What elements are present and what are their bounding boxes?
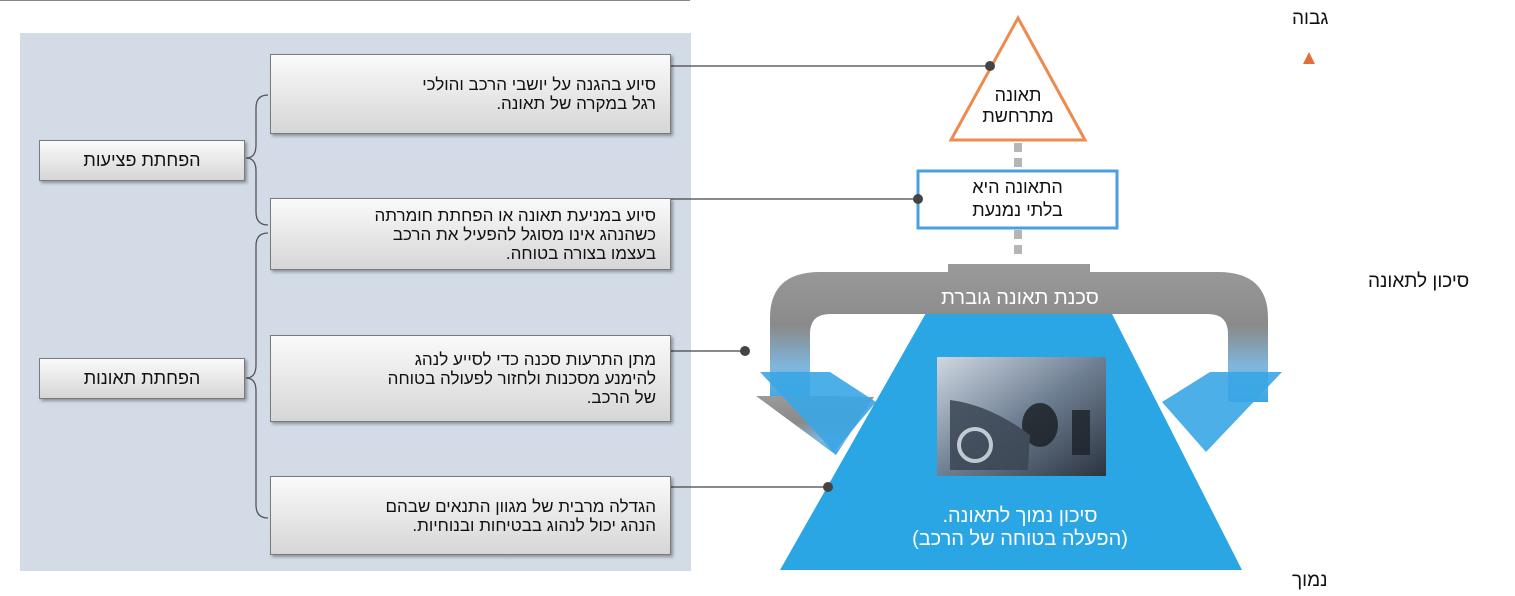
accident-occurs-label: תאונה מתרחשת xyxy=(966,85,1070,127)
axis-high-label: גבוה xyxy=(1292,8,1329,29)
unavoidable-line: בלתי נמנעת xyxy=(972,200,1063,220)
rising-danger-arc xyxy=(770,264,1268,402)
category-injury-reduction-label: הפחתת פציעות xyxy=(83,150,201,170)
unavoidable-label: התאונה היא בלתי נמנעת xyxy=(920,176,1115,222)
bracket-severity xyxy=(245,94,269,226)
category-injury-reduction: הפחתת פציעות xyxy=(39,140,245,181)
driver-photo-detail xyxy=(950,400,1090,470)
function-text-line: הגדלה מרבית של מגוון התנאים שבהם xyxy=(385,496,656,516)
function-text-line: רגל במקרה של תאונה. xyxy=(496,94,656,113)
function-text-line: הנהג יכול לנהוג בבטיחות ובנוחיות. xyxy=(412,515,656,535)
function-box-protect: סיוע בהגנה על יושבי הרכב והולכי רגל במקר… xyxy=(270,54,671,134)
rising-danger-label: סכנת תאונה גוברת xyxy=(941,287,1099,309)
function-text-line: כשהנהג אינו מסוגל להפעיל את הרכב xyxy=(392,224,656,244)
function-text-line: של הרכב. xyxy=(586,388,656,407)
accident-triangle xyxy=(948,14,1088,142)
category-accident-reduction: הפחתת תאונות xyxy=(39,358,245,399)
function-box-prevent: סיוע במניעת תאונה או הפחתת חומרתה כשהנהג… xyxy=(270,198,671,270)
axis-title: סיכון לתאונה xyxy=(1368,271,1470,292)
function-text-line: מתן התרעות סכנה כדי לסייע לנהג xyxy=(414,350,656,369)
right-arrow-head xyxy=(1162,372,1282,452)
risk-axis-arrow xyxy=(1303,52,1315,64)
function-text-line: סיוע במניעת תאונה או הפחתת חומרתה xyxy=(374,205,656,225)
low-risk-label: סיכון נמוך לתאונה. (הפעלה בטוחה של הרכב) xyxy=(810,505,1230,551)
function-text-line: בעצמו בצורה בטוחה. xyxy=(505,243,656,263)
unavoidable-line: התאונה היא xyxy=(972,177,1063,197)
function-text-line: סיוע בהגנה על יושבי הרכב והולכי xyxy=(422,75,656,94)
function-box-warn: מתן התרעות סכנה כדי לסייע לנהג להימנע מס… xyxy=(270,335,671,422)
accident-occurs-line: מתרחשת xyxy=(982,106,1054,126)
category-accident-reduction-label: הפחתת תאונות xyxy=(83,368,201,388)
function-box-maximize: הגדלה מרבית של מגוון התנאים שבהם הנהג יכ… xyxy=(270,476,671,555)
low-risk-line: סיכון נמוך לתאונה. xyxy=(942,505,1098,527)
accident-occurs-line: תאונה xyxy=(994,85,1042,105)
axis-low-label: נמוך xyxy=(1292,570,1328,591)
function-text-line: להימנע מסכנות ולחזור לפעולה בטוחה xyxy=(387,369,656,388)
low-risk-line: (הפעלה בטוחה של הרכב) xyxy=(912,528,1128,550)
top-rule xyxy=(0,0,690,1)
bracket-accidents xyxy=(245,232,269,519)
